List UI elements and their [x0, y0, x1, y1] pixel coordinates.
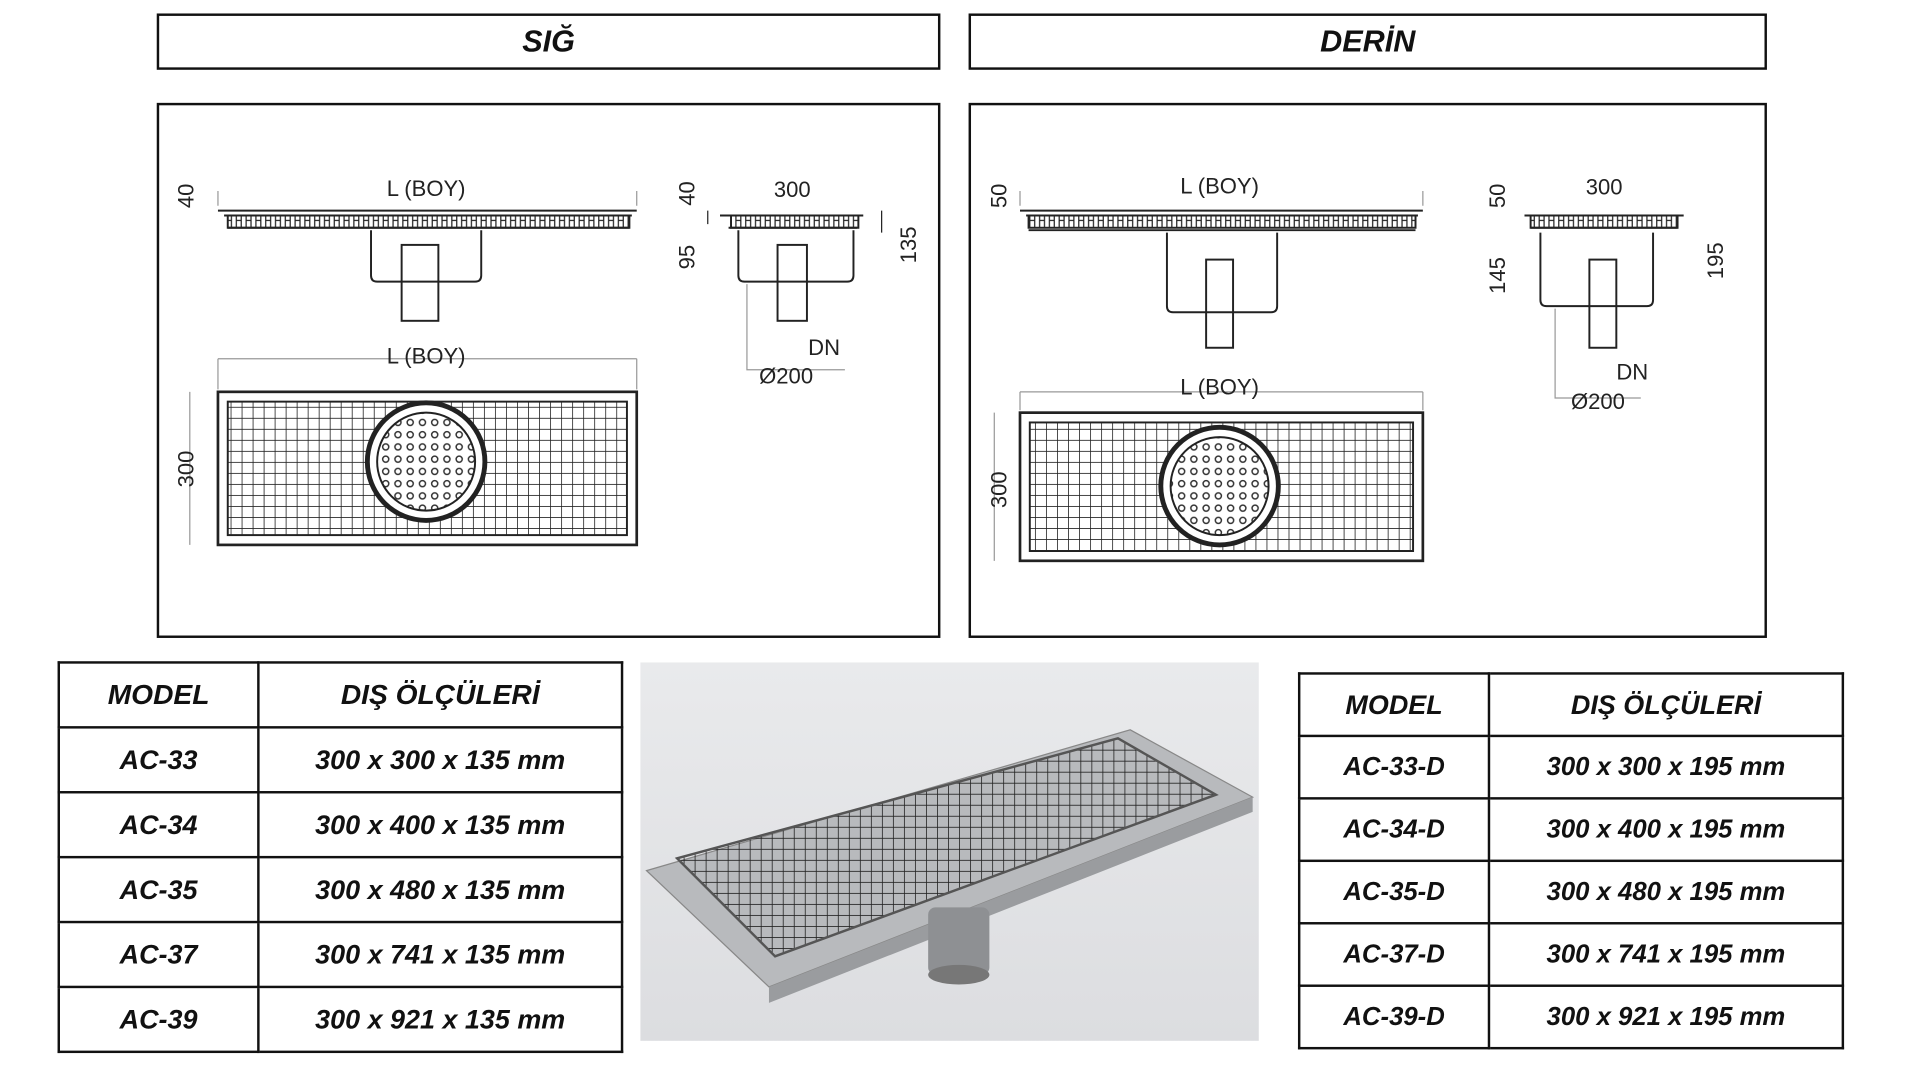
dimension-cell: 300 x 480 x 135 mm: [257, 855, 624, 924]
col-dimensions: DIŞ ÖLÇÜLERİ: [1487, 672, 1845, 738]
dimension-cell: 300 x 400 x 135 mm: [257, 791, 624, 859]
dimension-cell: 300 x 921 x 195 mm: [1487, 984, 1845, 1050]
svg-text:DN: DN: [1616, 360, 1648, 385]
deep-drawing-frame: [968, 102, 1767, 638]
dimension-cell: 300 x 480 x 195 mm: [1487, 859, 1845, 925]
dimension-cell: 300 x 300 x 195 mm: [1487, 734, 1845, 800]
product-photo: [640, 662, 1259, 1041]
dimension-cell: 300 x 400 x 195 mm: [1487, 797, 1845, 863]
svg-text:40: 40: [674, 181, 699, 206]
model-cell: AC-34-D: [1297, 797, 1491, 863]
drain-grate-image: [645, 729, 1255, 1003]
svg-text:Ø200: Ø200: [1571, 389, 1625, 414]
dimension-cell: 300 x 741 x 135 mm: [257, 920, 624, 989]
col-model: MODEL: [1297, 672, 1491, 738]
svg-text:L (BOY): L (BOY): [387, 176, 466, 201]
svg-text:95: 95: [674, 245, 699, 270]
svg-text:300: 300: [987, 471, 1012, 508]
dimension-cell: 300 x 741 x 195 mm: [1487, 922, 1845, 987]
svg-text:300: 300: [173, 451, 198, 488]
svg-text:300: 300: [774, 177, 811, 202]
svg-text:300: 300: [1586, 175, 1623, 200]
shallow-drawing: [189, 191, 883, 547]
svg-text:40: 40: [173, 184, 198, 209]
model-cell: AC-37-D: [1297, 922, 1491, 987]
deep-dimensions: L (BOY) L (BOY) 50 300 50 300 145 195 DN…: [987, 173, 1728, 508]
svg-text:Ø200: Ø200: [759, 363, 813, 388]
model-cell: AC-33-D: [1297, 734, 1491, 800]
deep-drawing: [993, 191, 1684, 563]
model-cell: AC-39-D: [1297, 984, 1491, 1050]
dimension-cell: 300 x 300 x 135 mm: [257, 726, 624, 794]
svg-text:145: 145: [1485, 257, 1510, 294]
svg-text:DN: DN: [808, 335, 840, 360]
model-cell: AC-39: [57, 985, 260, 1054]
col-dimensions: DIŞ ÖLÇÜLERİ: [257, 661, 624, 729]
svg-text:50: 50: [987, 184, 1012, 209]
svg-text:135: 135: [896, 226, 921, 263]
model-cell: AC-35: [57, 855, 260, 924]
svg-text:50: 50: [1485, 184, 1510, 209]
model-cell: AC-33: [57, 726, 260, 794]
shallow-drawing-frame: [156, 102, 941, 638]
model-cell: AC-35-D: [1297, 859, 1491, 925]
svg-text:L (BOY): L (BOY): [1180, 173, 1259, 198]
shallow-dimensions: L (BOY) L (BOY) 40 300 40 300 95 135 DN …: [173, 176, 920, 487]
svg-text:L (BOY): L (BOY): [387, 344, 466, 369]
deep-header: DERİN: [968, 13, 1767, 70]
shallow-header: SIĞ: [156, 13, 941, 70]
col-model: MODEL: [57, 661, 260, 729]
dimension-cell: 300 x 921 x 135 mm: [257, 985, 624, 1054]
svg-text:195: 195: [1703, 242, 1728, 279]
model-cell: AC-34: [57, 791, 260, 859]
svg-text:L (BOY): L (BOY): [1180, 374, 1259, 399]
model-cell: AC-37: [57, 920, 260, 989]
